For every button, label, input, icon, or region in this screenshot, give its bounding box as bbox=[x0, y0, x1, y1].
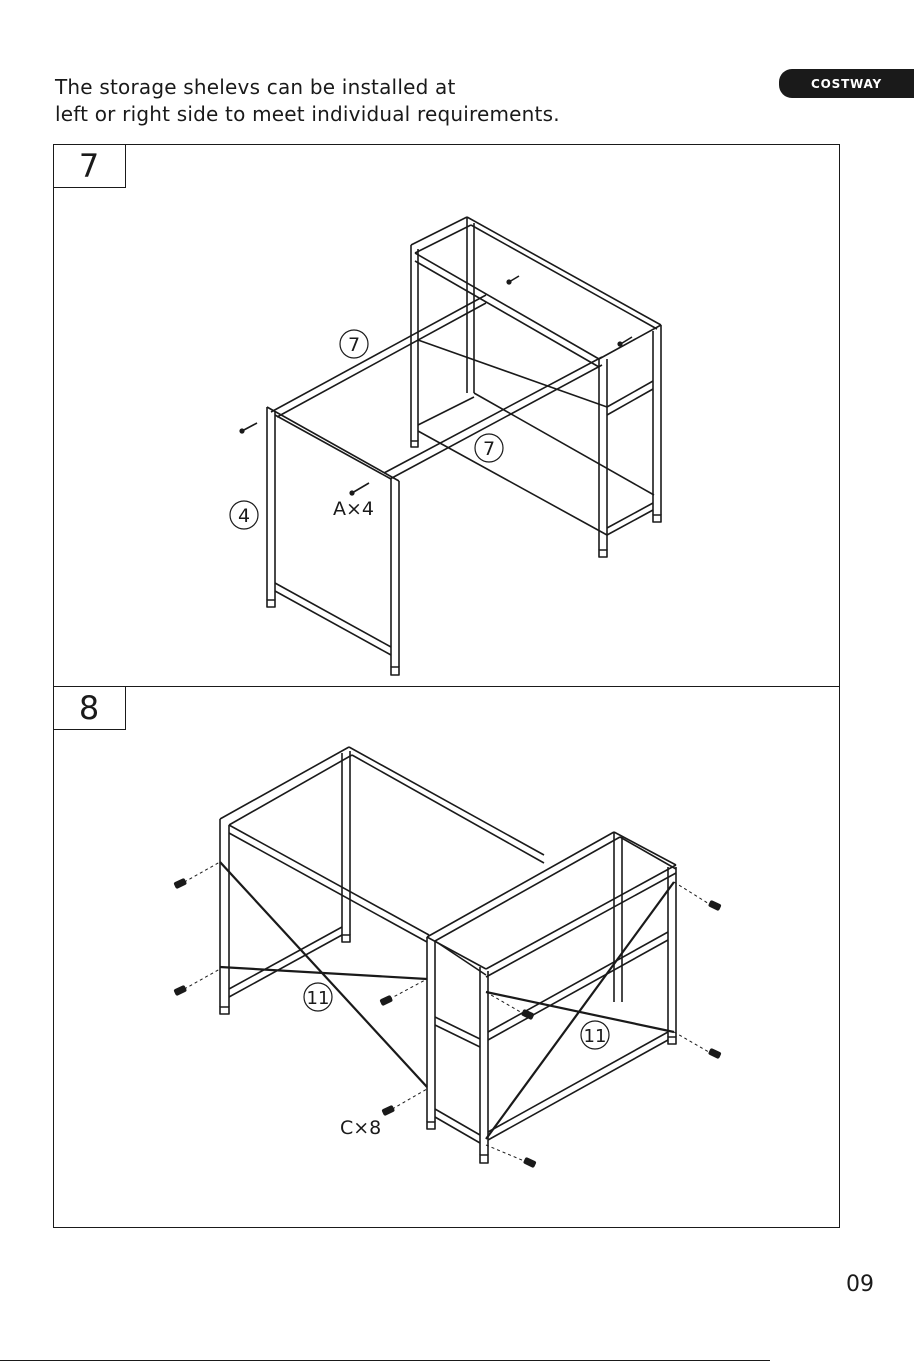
hardware-label-c: C×8 bbox=[340, 1117, 381, 1139]
footer-divider bbox=[0, 1360, 770, 1361]
step-7-panel: 7 bbox=[53, 144, 840, 687]
part-label-11a: 11 bbox=[307, 988, 330, 1009]
part-label-4: 4 bbox=[238, 505, 250, 527]
desk-frame-icon: 11 11 C×8 bbox=[54, 687, 839, 1227]
step-8-panel: 8 bbox=[53, 686, 840, 1228]
instruction-line-1: The storage shelevs can be installed at bbox=[55, 74, 560, 101]
hardware-label-a: A×4 bbox=[333, 498, 374, 520]
desk-frame-icon: 7 7 4 A×4 bbox=[54, 145, 839, 685]
instruction-text: The storage shelevs can be installed at … bbox=[55, 74, 560, 128]
part-label-7a: 7 bbox=[348, 334, 360, 356]
brand-logo: COSTWAY bbox=[779, 69, 914, 98]
part-label-7b: 7 bbox=[483, 438, 495, 460]
part-label-11b: 11 bbox=[584, 1026, 607, 1047]
instruction-line-2: left or right side to meet individual re… bbox=[55, 101, 560, 128]
page-number: 09 bbox=[846, 1272, 874, 1297]
